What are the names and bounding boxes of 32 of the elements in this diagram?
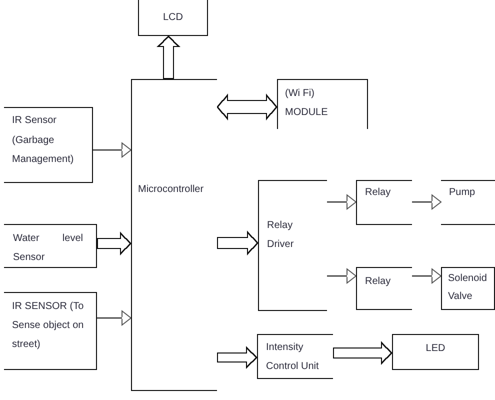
block-box [257,334,333,379]
block-label: Relay [365,275,392,289]
block-arrow [217,230,258,256]
block-box [441,267,495,310]
block-arrow [156,36,180,79]
block-label: (Wi Fi) MODULE [285,87,329,120]
double-headed-block-arrow [217,94,277,120]
block-label: Microcontroller [138,183,205,197]
block-label: Intensity Control Unit [266,341,320,374]
block-box [4,224,97,268]
block-label: IR Sensor (Garbage Management) [12,114,75,167]
block-label: Relay [365,186,392,200]
block-box [4,107,93,183]
block-label: Solenoid Valve [448,272,488,304]
block-label: LCD [162,11,184,25]
block-box [356,267,412,310]
block-arrow [333,341,392,365]
block-label: Relay Driver [267,219,295,252]
block-label: LED [424,342,446,356]
block-arrow [97,232,131,256]
block-box [392,334,479,370]
block-box [131,79,217,391]
block-box [277,79,368,129]
block-arrow [217,346,257,369]
block-label: Pump [449,186,476,200]
block-box [441,180,495,225]
block-box [138,0,208,36]
block-box [4,292,97,370]
block-box [356,180,412,225]
block-label: Water level Sensor [13,232,83,265]
block-box [258,180,327,311]
block-label: IR SENSOR (To Sense object on street) [12,300,85,352]
